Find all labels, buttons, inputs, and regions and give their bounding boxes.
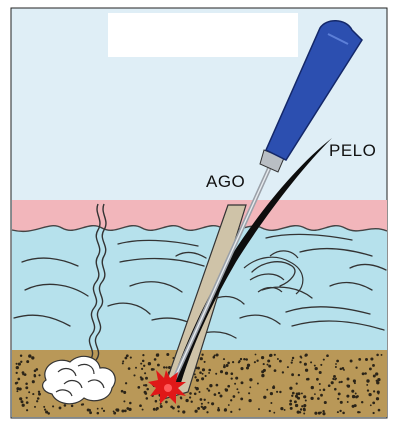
hair-label: PELO — [329, 141, 376, 161]
blank-label-box — [108, 13, 298, 57]
needle-label: AGO — [206, 172, 245, 192]
